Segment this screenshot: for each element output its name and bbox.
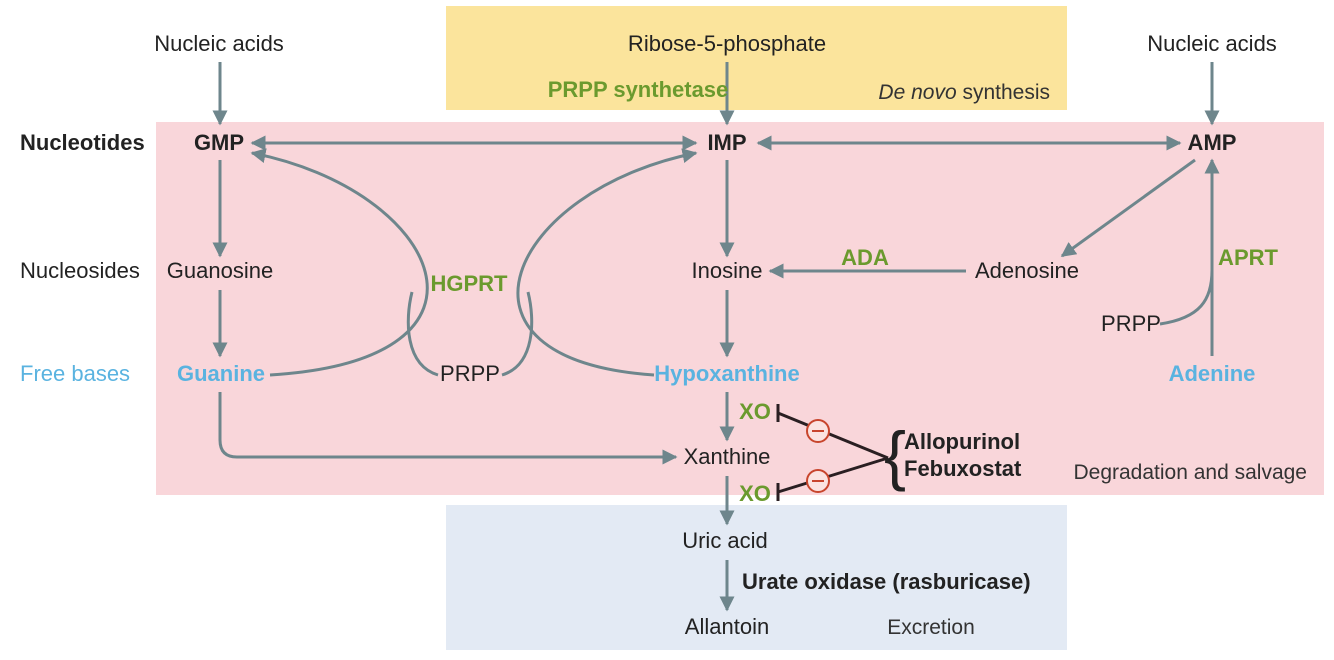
arrow-prpp-join-aprt: [1159, 269, 1214, 326]
nucleic-acids-right: Nucleic acids: [1147, 31, 1277, 56]
enzyme-ada: ADA: [841, 245, 889, 270]
prpp-right: PRPP: [1101, 311, 1161, 336]
arrow-guanine-to-xanthine: [218, 392, 678, 465]
degradation-salvage-zone: [156, 122, 1324, 495]
allantoin: Allantoin: [684, 614, 770, 639]
amp: AMP: [1187, 130, 1237, 155]
hypoxanthine: Hypoxanthine: [654, 361, 800, 386]
enzyme-hgprt: HGPRT: [430, 271, 508, 296]
inhibitor-minus-icon-top: [806, 419, 830, 443]
guanosine: Guanosine: [166, 258, 274, 283]
arrow-prpp-join-imp: [501, 291, 534, 377]
gmp: GMP: [193, 130, 245, 155]
arrow-guanine-to-gmp: [250, 148, 429, 377]
adenine: Adenine: [1168, 361, 1256, 386]
guanine: Guanine: [176, 361, 266, 386]
prpp-center: PRPP: [440, 361, 500, 386]
nucleic-acids-left: Nucleic acids: [154, 31, 284, 56]
enzyme-aprt: APRT: [1218, 245, 1278, 270]
drug-brace-icon: {: [883, 418, 907, 492]
inhibition-line-bottom: [777, 456, 889, 494]
inhibition-line-top: [777, 411, 889, 460]
imp: IMP: [707, 130, 747, 155]
drug-allopurinol: Allopurinol: [904, 429, 1021, 454]
enzyme-prpp-synthetase: PRPP synthetase: [547, 77, 729, 102]
inhibitor-minus-icon-bottom: [806, 469, 830, 493]
arrow-prpp-join-gmp: [406, 291, 439, 377]
inosine: Inosine: [691, 258, 763, 283]
arrow-amp-to-adenosine: [1060, 158, 1196, 258]
enzyme-urate-oxidase: Urate oxidase (rasburicase): [742, 569, 1031, 594]
excretion-zone: [446, 505, 1067, 650]
row-label-nucleosides: Nucleosides: [20, 258, 140, 283]
degradation-zone-label: Degradation and salvage: [1073, 461, 1307, 484]
row-label-free-bases: Free bases: [20, 361, 131, 386]
row-label-nucleotides: Nucleotides: [20, 130, 145, 155]
arrow-hypoxanthine-to-imp: [516, 148, 698, 377]
ribose-5-phosphate: Ribose-5-phosphate: [627, 31, 827, 56]
de-novo-synthesis-zone: [446, 6, 1067, 110]
adenosine: Adenosine: [975, 258, 1079, 283]
excretion-zone-label: Excretion: [887, 616, 975, 639]
de-novo-zone-label: De novo synthesis: [878, 81, 1050, 104]
enzyme-xo-top: XO: [739, 399, 771, 424]
xanthine: Xanthine: [683, 444, 771, 469]
drug-febuxostat: Febuxostat: [904, 456, 1022, 481]
uric-acid: Uric acid: [682, 528, 768, 553]
enzyme-xo-bottom: XO: [739, 481, 771, 506]
